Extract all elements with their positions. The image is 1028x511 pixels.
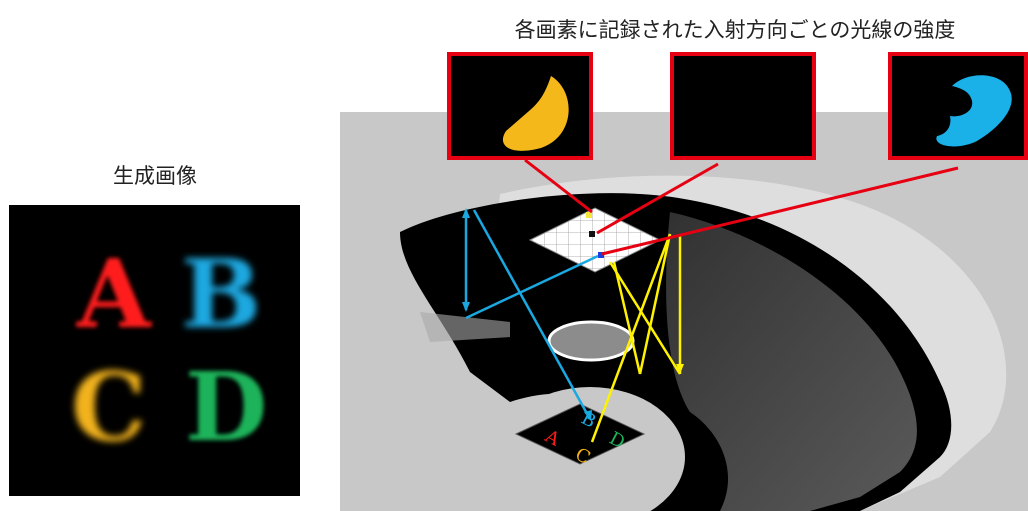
pixel-yellow bbox=[586, 212, 592, 218]
red-rays bbox=[524, 158, 959, 256]
inset-black bbox=[670, 52, 816, 160]
target-card: A B C D bbox=[514, 403, 646, 469]
light-band bbox=[420, 312, 510, 342]
generated-image: A B C D bbox=[9, 205, 300, 496]
recorded-rays-title: 各画素に記録された入射方向ごとの光線の強度 bbox=[514, 18, 956, 42]
blue-rays bbox=[462, 208, 599, 421]
lens bbox=[547, 320, 635, 362]
pixel-black bbox=[589, 231, 595, 237]
yellow-rays bbox=[590, 233, 684, 443]
letter-b: B bbox=[181, 239, 261, 350]
generated-image-canvas: A B C D bbox=[71, 239, 267, 463]
scene-illustration: A B C D bbox=[340, 112, 1028, 511]
pixel-blue bbox=[598, 252, 604, 258]
inset-yellow bbox=[447, 52, 593, 160]
inset-blue-canvas bbox=[936, 75, 1012, 147]
letter-c: C bbox=[71, 352, 147, 463]
generated-image-title: 生成画像 bbox=[113, 164, 197, 188]
letter-d: D bbox=[185, 352, 267, 463]
inset-blue bbox=[888, 52, 1028, 160]
grey-shade bbox=[666, 212, 917, 511]
inset-yellow-canvas bbox=[502, 76, 569, 151]
letter-a: A bbox=[76, 239, 152, 350]
